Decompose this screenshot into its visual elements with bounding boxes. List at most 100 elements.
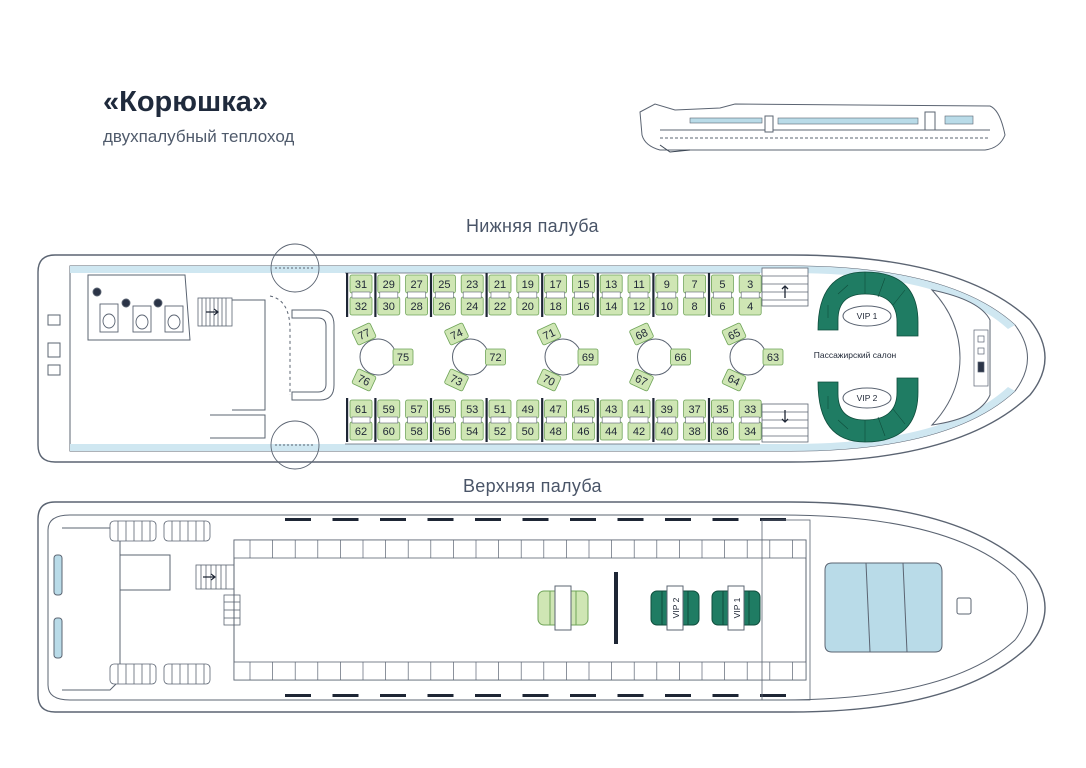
table-top bbox=[407, 291, 426, 299]
partition bbox=[652, 273, 655, 317]
round-table bbox=[544, 338, 582, 376]
seat-number: 27 bbox=[410, 279, 422, 291]
table-top bbox=[713, 416, 732, 424]
seat-number: 9 bbox=[664, 279, 670, 291]
table-top bbox=[713, 291, 732, 299]
table-top bbox=[407, 416, 426, 424]
seat-number: 38 bbox=[688, 426, 700, 438]
seat-number: 61 bbox=[355, 404, 367, 416]
seat[interactable]: 71 bbox=[536, 322, 562, 346]
seat[interactable]: 76 bbox=[351, 368, 377, 392]
table-top bbox=[435, 291, 454, 299]
seat-number: 32 bbox=[355, 301, 367, 313]
seat[interactable]: 66 bbox=[670, 348, 691, 366]
vip-2-label: VIP 2 bbox=[857, 393, 878, 403]
round-table bbox=[637, 338, 674, 376]
table-top bbox=[601, 291, 621, 299]
partition bbox=[429, 273, 433, 317]
seat-number: 66 bbox=[674, 352, 686, 364]
seat[interactable]: 74 bbox=[444, 322, 469, 346]
upper-vip-1-table: VIP 1 bbox=[711, 585, 761, 631]
seat[interactable]: 64 bbox=[721, 368, 747, 392]
divider-wall bbox=[614, 572, 618, 644]
seat-number: 39 bbox=[661, 404, 673, 416]
salon-label: Пассажирский салон bbox=[814, 350, 897, 360]
seat-number: 44 bbox=[605, 426, 617, 438]
rail-post bbox=[475, 518, 501, 521]
seat[interactable]: 67 bbox=[629, 368, 654, 392]
rail-post bbox=[712, 518, 739, 521]
seat-number: 33 bbox=[744, 404, 756, 416]
round-table bbox=[359, 338, 397, 376]
partition bbox=[346, 398, 349, 442]
upper-deck-label: Верхняя палуба bbox=[463, 476, 602, 496]
partition bbox=[541, 398, 544, 442]
seat-number: 29 bbox=[383, 279, 395, 291]
seat[interactable]: 63 bbox=[762, 348, 784, 366]
seat[interactable]: 75 bbox=[392, 348, 414, 366]
table-top bbox=[490, 291, 510, 299]
seat-number: 45 bbox=[577, 404, 589, 416]
table-top bbox=[351, 416, 371, 424]
seat[interactable]: 77 bbox=[351, 322, 377, 346]
table-top bbox=[518, 291, 538, 299]
partition bbox=[596, 398, 599, 442]
rail-post bbox=[522, 518, 549, 521]
page-subtitle: двухпалубный теплоход bbox=[103, 127, 295, 146]
seat-number: 20 bbox=[522, 301, 534, 313]
seat-number: 30 bbox=[383, 301, 395, 313]
partition bbox=[485, 273, 488, 317]
partition bbox=[346, 273, 349, 317]
seat-number: 54 bbox=[466, 426, 478, 438]
seat-number: 19 bbox=[522, 279, 534, 291]
seat[interactable]: 73 bbox=[444, 368, 469, 392]
seat-number: 75 bbox=[397, 352, 409, 364]
seat-number: 14 bbox=[605, 301, 617, 313]
bar-counter bbox=[973, 329, 989, 387]
seat-number: 43 bbox=[605, 404, 617, 416]
rail-post bbox=[665, 518, 691, 521]
upper-vip-2-table: VIP 2 bbox=[650, 585, 700, 631]
seat-number: 46 bbox=[577, 426, 589, 438]
table-top bbox=[685, 291, 704, 299]
seat-number: 7 bbox=[692, 279, 698, 291]
table-top bbox=[574, 291, 593, 299]
rail-post bbox=[570, 518, 596, 521]
partition bbox=[596, 273, 599, 317]
seat-number: 57 bbox=[410, 404, 422, 416]
partition bbox=[707, 398, 711, 442]
table-top bbox=[435, 416, 454, 424]
table-top bbox=[657, 291, 677, 299]
life-raft-icon bbox=[270, 243, 320, 470]
lower-deck: 3132293027282526232421221920171815161314… bbox=[37, 243, 1046, 470]
seat[interactable]: 68 bbox=[629, 322, 654, 346]
seat-number: 18 bbox=[549, 301, 561, 313]
partition bbox=[652, 398, 655, 442]
seat[interactable]: 65 bbox=[721, 322, 747, 346]
table-top bbox=[546, 416, 565, 424]
seat-number: 70 bbox=[540, 373, 556, 389]
seat[interactable]: 72 bbox=[485, 348, 506, 366]
seat-number: 74 bbox=[449, 327, 465, 343]
seat-number: 53 bbox=[466, 404, 478, 416]
seat-number: 5 bbox=[719, 279, 725, 291]
rail-post bbox=[427, 694, 454, 697]
rail-post bbox=[617, 694, 644, 697]
seat[interactable]: 70 bbox=[536, 368, 562, 392]
seat-number: 55 bbox=[438, 404, 450, 416]
rail-post bbox=[760, 518, 786, 521]
seat-number: 52 bbox=[494, 426, 506, 438]
table-top bbox=[740, 291, 760, 299]
seat-number: 23 bbox=[466, 279, 478, 291]
seat-number: 50 bbox=[522, 426, 534, 438]
round-table bbox=[452, 338, 489, 376]
table-top bbox=[490, 416, 510, 424]
seat[interactable]: 69 bbox=[577, 348, 599, 366]
partition bbox=[374, 273, 377, 317]
upper-deck: VIP 2 VIP 1 bbox=[37, 501, 1046, 713]
seat-number: 40 bbox=[661, 426, 673, 438]
seat-number: 24 bbox=[466, 301, 478, 313]
page-title: «Корюшка» bbox=[103, 86, 268, 118]
rail-post bbox=[665, 694, 691, 697]
